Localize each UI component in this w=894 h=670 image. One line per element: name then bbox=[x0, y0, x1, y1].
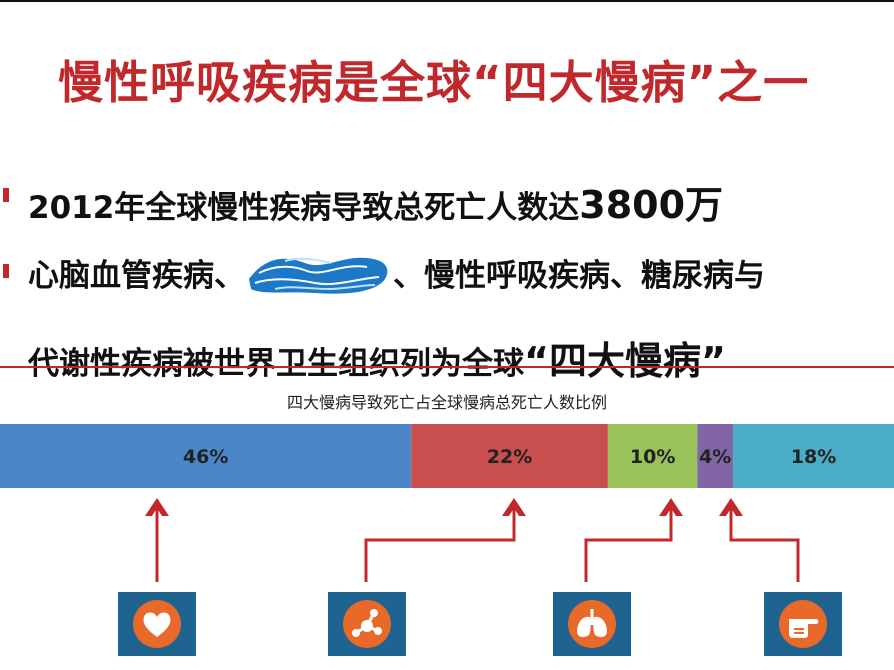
lungs-icon bbox=[568, 600, 616, 648]
heart-icon-box bbox=[118, 592, 196, 656]
bullet-text: 2012年全球慢性疾病导致总死亡人数达 bbox=[28, 190, 580, 226]
bullet-total-deaths: 2012年全球慢性疾病导致总死亡人数达3800万 bbox=[28, 174, 723, 229]
strike-line bbox=[0, 366, 894, 368]
bar-data-label: 10% bbox=[630, 446, 675, 468]
molecule-icon bbox=[343, 600, 391, 648]
bullet-text: 心脑血管疾病、 bbox=[28, 258, 245, 294]
molecule-icon-box bbox=[328, 592, 406, 656]
lungs-icon-box bbox=[553, 592, 631, 656]
arrow-shaft bbox=[584, 504, 673, 582]
stacked-bar-chart: 46% 22% 10% 4% 18% bbox=[0, 424, 894, 488]
arrow-shaft bbox=[729, 504, 800, 582]
bar-data-label: 46% bbox=[183, 446, 228, 468]
bullet-four-diseases: 心脑血管疾病、 、慢性呼吸疾病、糖尿病与 bbox=[28, 250, 765, 303]
bullet-text: 、慢性呼吸疾病、糖尿病与 bbox=[393, 258, 765, 294]
bar-segment bbox=[411, 424, 608, 488]
page-title: 慢性呼吸疾病是全球“四大慢病”之一 bbox=[58, 56, 810, 109]
bar-segment bbox=[697, 424, 734, 488]
bullet-text: 代谢性疾病被世界卫生组织列为全球 bbox=[28, 346, 524, 382]
chart-title: 四大慢病导致死亡占全球慢病总死亡人数比例 bbox=[286, 393, 607, 412]
arrow-head bbox=[659, 498, 683, 516]
bar-segment bbox=[607, 424, 698, 488]
total-deaths-value: 3800万 bbox=[579, 183, 724, 227]
bullet-marker bbox=[3, 264, 9, 278]
bar-data-label: 4% bbox=[699, 446, 731, 468]
heart-icon bbox=[133, 600, 181, 648]
bullet-marker bbox=[3, 188, 9, 202]
arrow-head bbox=[502, 498, 526, 516]
four-diseases-highlight: “四大慢病” bbox=[524, 339, 726, 383]
arrow-head bbox=[719, 498, 743, 516]
bullet-who-list: 代谢性疾病被世界卫生组织列为全球“四大慢病” bbox=[28, 330, 726, 385]
pointing-hand-icon-box bbox=[764, 592, 842, 656]
pointing-hand-icon bbox=[779, 600, 827, 648]
top-border bbox=[0, 0, 894, 2]
bar-segment bbox=[733, 424, 894, 488]
arrow-connectors bbox=[145, 498, 800, 582]
bar-segment bbox=[0, 424, 412, 488]
bar-data-label: 22% bbox=[487, 446, 532, 468]
arrow-head bbox=[145, 498, 169, 516]
bar-data-label: 18% bbox=[791, 446, 836, 468]
arrow-shaft bbox=[364, 504, 516, 582]
redaction-scribble bbox=[245, 249, 393, 299]
